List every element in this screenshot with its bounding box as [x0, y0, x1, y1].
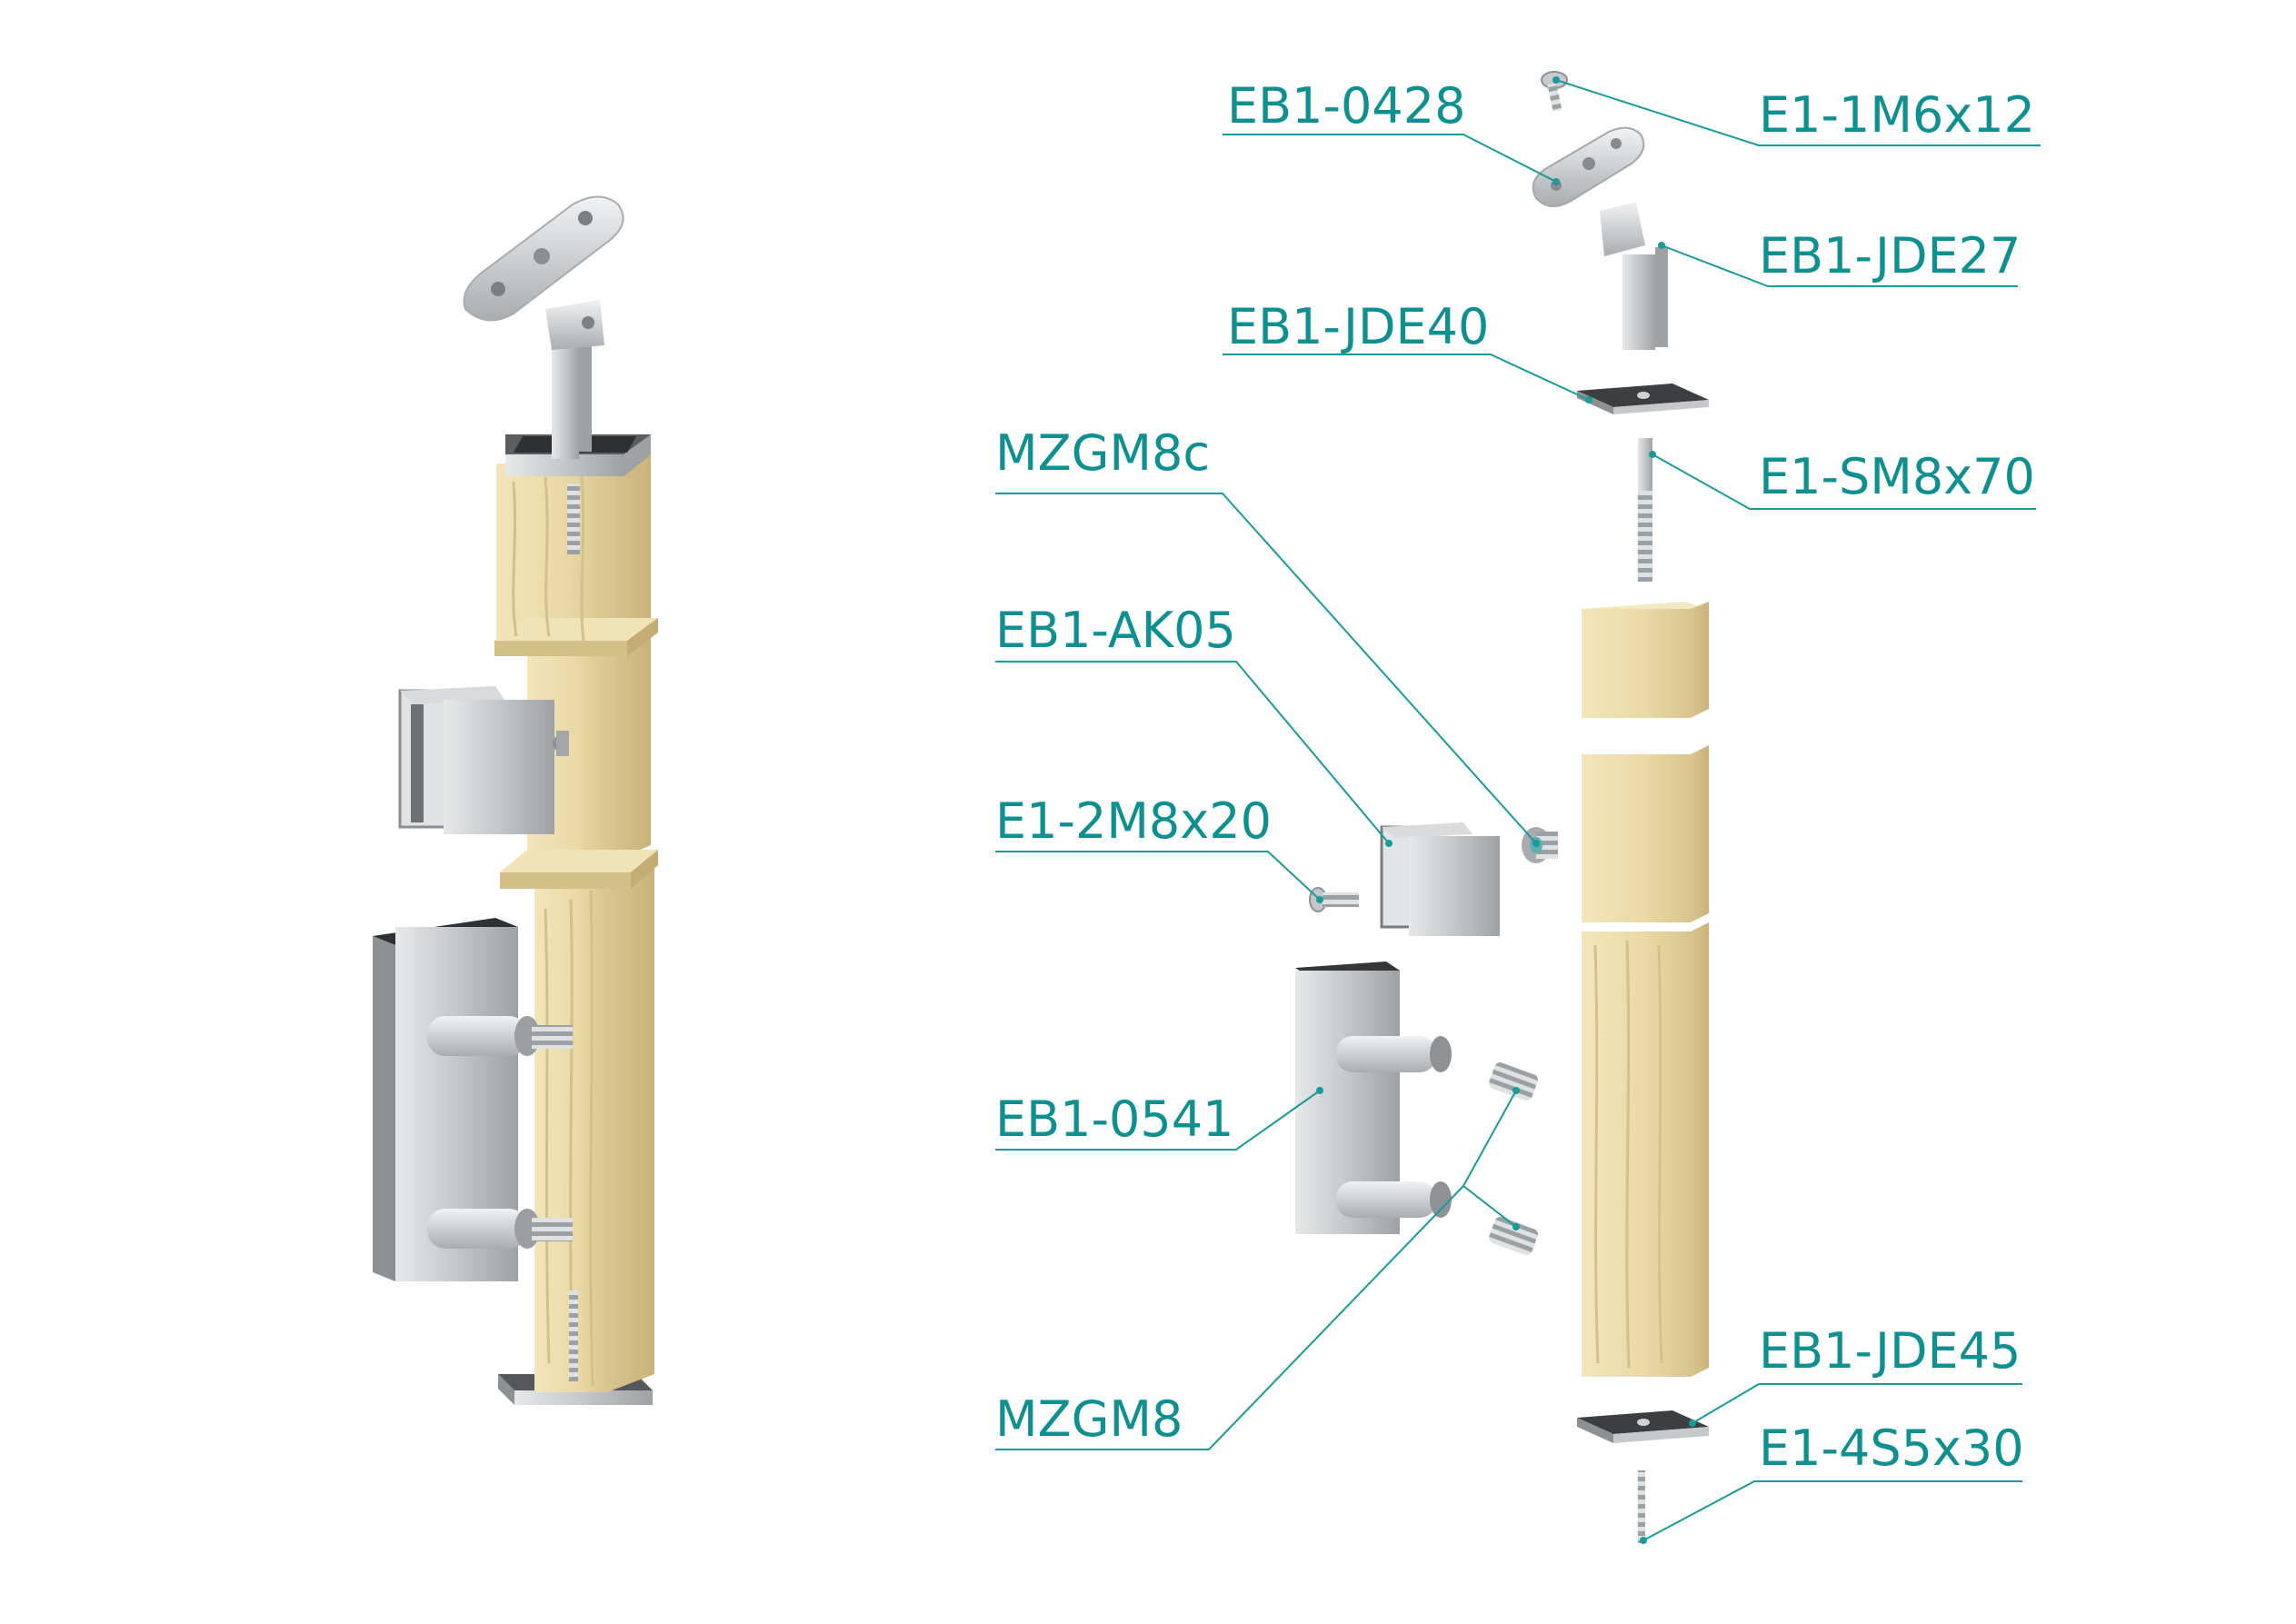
label-e1-sm8x70: E1-SM8x70 — [1759, 448, 2035, 505]
assembled-bottom-screw — [569, 1290, 578, 1381]
part-labels: EB1-0428 E1-1M6x12 EB1-JDE27 EB1-JDE40 M… — [995, 77, 2035, 1477]
label-eb1-jde45: EB1-JDE45 — [1759, 1322, 2021, 1380]
part-eb1-ak05 — [1380, 822, 1500, 936]
part-wood-post — [1582, 602, 1709, 1377]
label-eb1-ak05: EB1-AK05 — [995, 602, 1236, 659]
label-eb1-0428: EB1-0428 — [1227, 77, 1465, 135]
part-eb1-0541 — [1295, 961, 1452, 1234]
label-eb1-0541: EB1-0541 — [995, 1091, 1233, 1148]
assembled-saddle — [463, 195, 624, 322]
part-e1-sm8x70 — [1638, 438, 1652, 582]
assembled-wall-plate — [373, 918, 573, 1281]
assembled-standoff-upper — [427, 1016, 573, 1056]
exploded-parts — [1295, 71, 1709, 1543]
assembled-stem — [545, 300, 604, 459]
assembled-glass-clamp — [398, 686, 569, 834]
part-eb1-0428 — [1532, 126, 1645, 207]
assembled-wood-post — [494, 451, 658, 1392]
label-eb1-jde27: EB1-JDE27 — [1759, 227, 2021, 284]
label-mzgm8c: MZGM8c — [995, 424, 1210, 482]
part-eb1-jde27 — [1600, 202, 1668, 350]
label-mzgm8: MZGM8 — [995, 1390, 1183, 1448]
part-e1-4s5x30 — [1638, 1470, 1645, 1543]
label-e1-4s5x30: E1-4S5x30 — [1759, 1420, 2024, 1477]
label-e1-2m8x20: E1-2M8x20 — [995, 792, 1272, 850]
label-eb1-jde40: EB1-JDE40 — [1227, 298, 1489, 355]
part-eb1-jde40 — [1577, 384, 1709, 414]
leader-lines — [995, 76, 2041, 1544]
assembled-standoff-lower — [427, 1209, 573, 1249]
part-eb1-jde45 — [1577, 1410, 1709, 1443]
label-e1-1m6x12: E1-1M6x12 — [1759, 86, 2035, 144]
assembled-top-screw — [567, 483, 580, 554]
part-mzgm8 — [1489, 1062, 1538, 1255]
assembled-post — [373, 195, 658, 1405]
